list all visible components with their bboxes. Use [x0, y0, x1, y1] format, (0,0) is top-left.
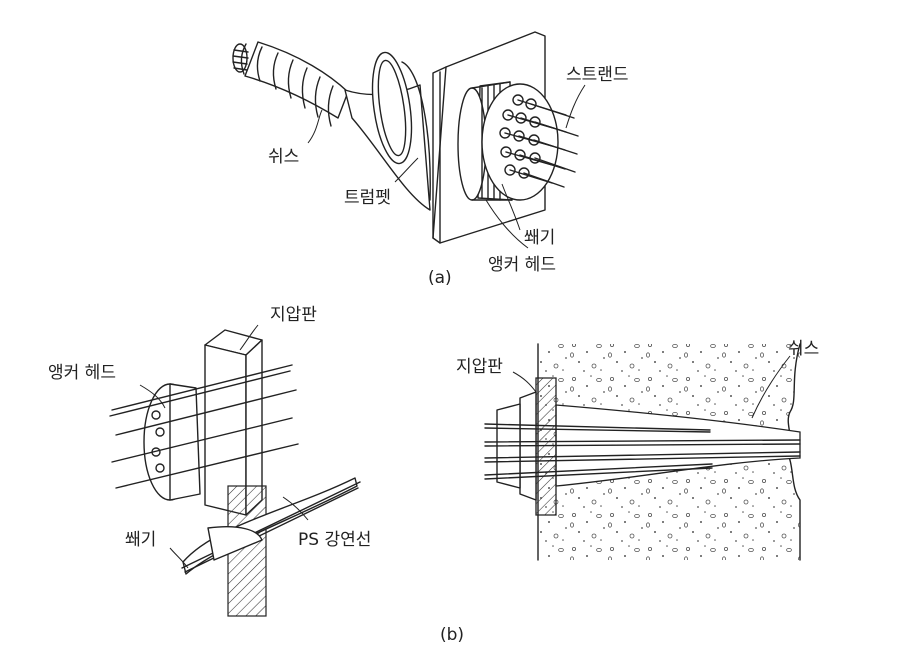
- label-bearing-plate-b-right: 지압판: [456, 357, 503, 377]
- trumpet-drawing: [344, 51, 431, 211]
- figure-b-right: 지압판 쉬스: [456, 339, 819, 561]
- caption-a: (a): [428, 268, 452, 288]
- label-anchor-head-b: 앵커 헤드: [48, 363, 116, 383]
- bearing-plate-b-left: [204, 329, 263, 516]
- leaders-b-left: [139, 324, 309, 569]
- sheath-duct: [555, 404, 801, 487]
- sheath-drawing: [232, 41, 349, 127]
- strands-b-right: [484, 423, 801, 480]
- leaders-b-right: [512, 355, 791, 419]
- caption-b: (b): [440, 625, 464, 645]
- label-sheath-a: 쉬스: [268, 147, 299, 167]
- label-anchor-head-a: 앵커 헤드: [488, 255, 556, 275]
- anchor-head-a: [457, 81, 579, 201]
- label-sheath-b: 쉬스: [788, 339, 819, 359]
- label-wedge-a: 쐐기: [524, 228, 555, 248]
- bearing-plate-b-right: [535, 377, 557, 516]
- label-wedge-b: 쐐기: [125, 530, 156, 550]
- anchor-head-b-left: [143, 383, 201, 501]
- label-ps-strand: PS 강연선: [298, 530, 371, 550]
- wedge-section: [181, 477, 361, 617]
- strands-b-left: [109, 364, 299, 489]
- label-bearing-plate-b-left: 지압판: [270, 305, 317, 325]
- figure-b-left: 지압판 앵커 헤드 쐐기 PS 강연선: [48, 305, 371, 617]
- leaders-a: [307, 84, 586, 249]
- label-trumpet: 트럼펫: [344, 188, 391, 208]
- label-strand: 스트랜드: [566, 65, 629, 85]
- figure-a: 쉬스 트럼펫 스트랜드 쐐기 앵커 헤드 (a): [232, 31, 629, 288]
